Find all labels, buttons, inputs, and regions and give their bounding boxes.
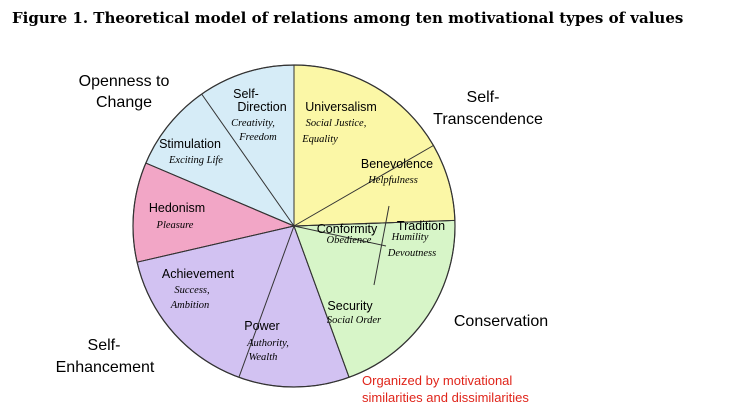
value-security: Security Social Order [327,299,382,326]
value-conformity: Conformity Obedience [317,222,378,246]
universalism-examples-line2: Equality [301,134,338,145]
openness-label-line1: Openness to [79,73,170,90]
tradition-examples-line2: Devoutness [387,248,436,259]
divider-achievement-hedonism [136,225,295,263]
divider-universalism-benevolence [293,145,434,227]
divider-stimulation-self-direction [201,93,295,227]
value-self-direction: Self- Direction Creativity, Freedom [231,87,287,143]
achievement-examples-line2: Ambition [170,300,210,311]
self-direction-label-line2: Direction [237,100,286,114]
value-power: Power Authority, Wealth [244,319,289,363]
value-benevolence: Benevolence Helpfulness [361,157,433,186]
value-tradition: Tradition Humility Devoutness [387,219,445,259]
divider-security-power [293,225,350,378]
tradition-examples-line1: Humility [391,232,429,243]
benevolence-label: Benevolence [361,157,433,171]
openness-label-line2: Change [96,94,152,111]
self-enhancement-label-line2: Enhancement [56,359,155,376]
achievement-examples-line1: Success, [174,285,209,296]
value-stimulation: Stimulation Exciting Life [159,137,223,166]
sector-self-transcendence [293,64,456,227]
power-examples-line2: Wealth [249,352,278,363]
self-transcendence-label-line1: Self- [467,89,500,106]
conformity-examples: Obedience [327,235,372,246]
stimulation-label: Stimulation [159,137,221,151]
divider-power-achievement [238,225,295,378]
hedonism-label: Hedonism [149,201,205,215]
divider-conformity-security [293,225,387,247]
conservation-label: Conservation [454,313,548,330]
universalism-label: Universalism [305,100,377,114]
figure-title: Figure 1. Theoretical model of relations… [12,9,683,27]
dimension-openness-to-change: Openness to Change [79,73,170,111]
benevolence-examples: Helpfulness [367,175,418,186]
self-enhancement-label-line1: Self- [88,337,121,354]
divider-hedonism-stimulation [145,162,295,227]
organization-note: Organized by motivational similarities a… [362,373,529,405]
value-dividers [136,65,455,378]
self-transcendence-label-line2: Transcendence [433,111,543,128]
conformity-label: Conformity [317,222,378,236]
hedonism-examples: Pleasure [156,220,194,231]
self-direction-examples-line2: Freedom [238,132,277,143]
value-universalism: Universalism Social Justice, Equality [301,100,377,145]
note-line2: similarities and dissimilarities [362,390,529,405]
note-line1: Organized by motivational [362,373,512,388]
dimension-self-transcendence: Self- Transcendence [433,89,543,128]
dimension-self-enhancement: Self- Enhancement [56,337,155,376]
tradition-label: Tradition [397,219,445,233]
stimulation-examples: Exciting Life [168,155,223,166]
value-hedonism: Hedonism Pleasure [149,201,205,231]
security-label: Security [327,299,373,313]
circle-outline [132,64,456,388]
power-label: Power [244,319,279,333]
circle-sectors [132,64,456,388]
security-examples: Social Order [327,315,382,326]
self-direction-label-line1: Self- [233,87,259,101]
power-examples-line1: Authority, [246,338,289,349]
value-achievement: Achievement Success, Ambition [162,267,235,311]
achievement-label: Achievement [162,267,235,281]
dimension-conservation: Conservation [454,313,548,330]
universalism-examples-line1: Social Justice, [306,118,367,129]
self-direction-examples-line1: Creativity, [231,118,275,129]
divider-benevolence-conservation [293,219,455,227]
